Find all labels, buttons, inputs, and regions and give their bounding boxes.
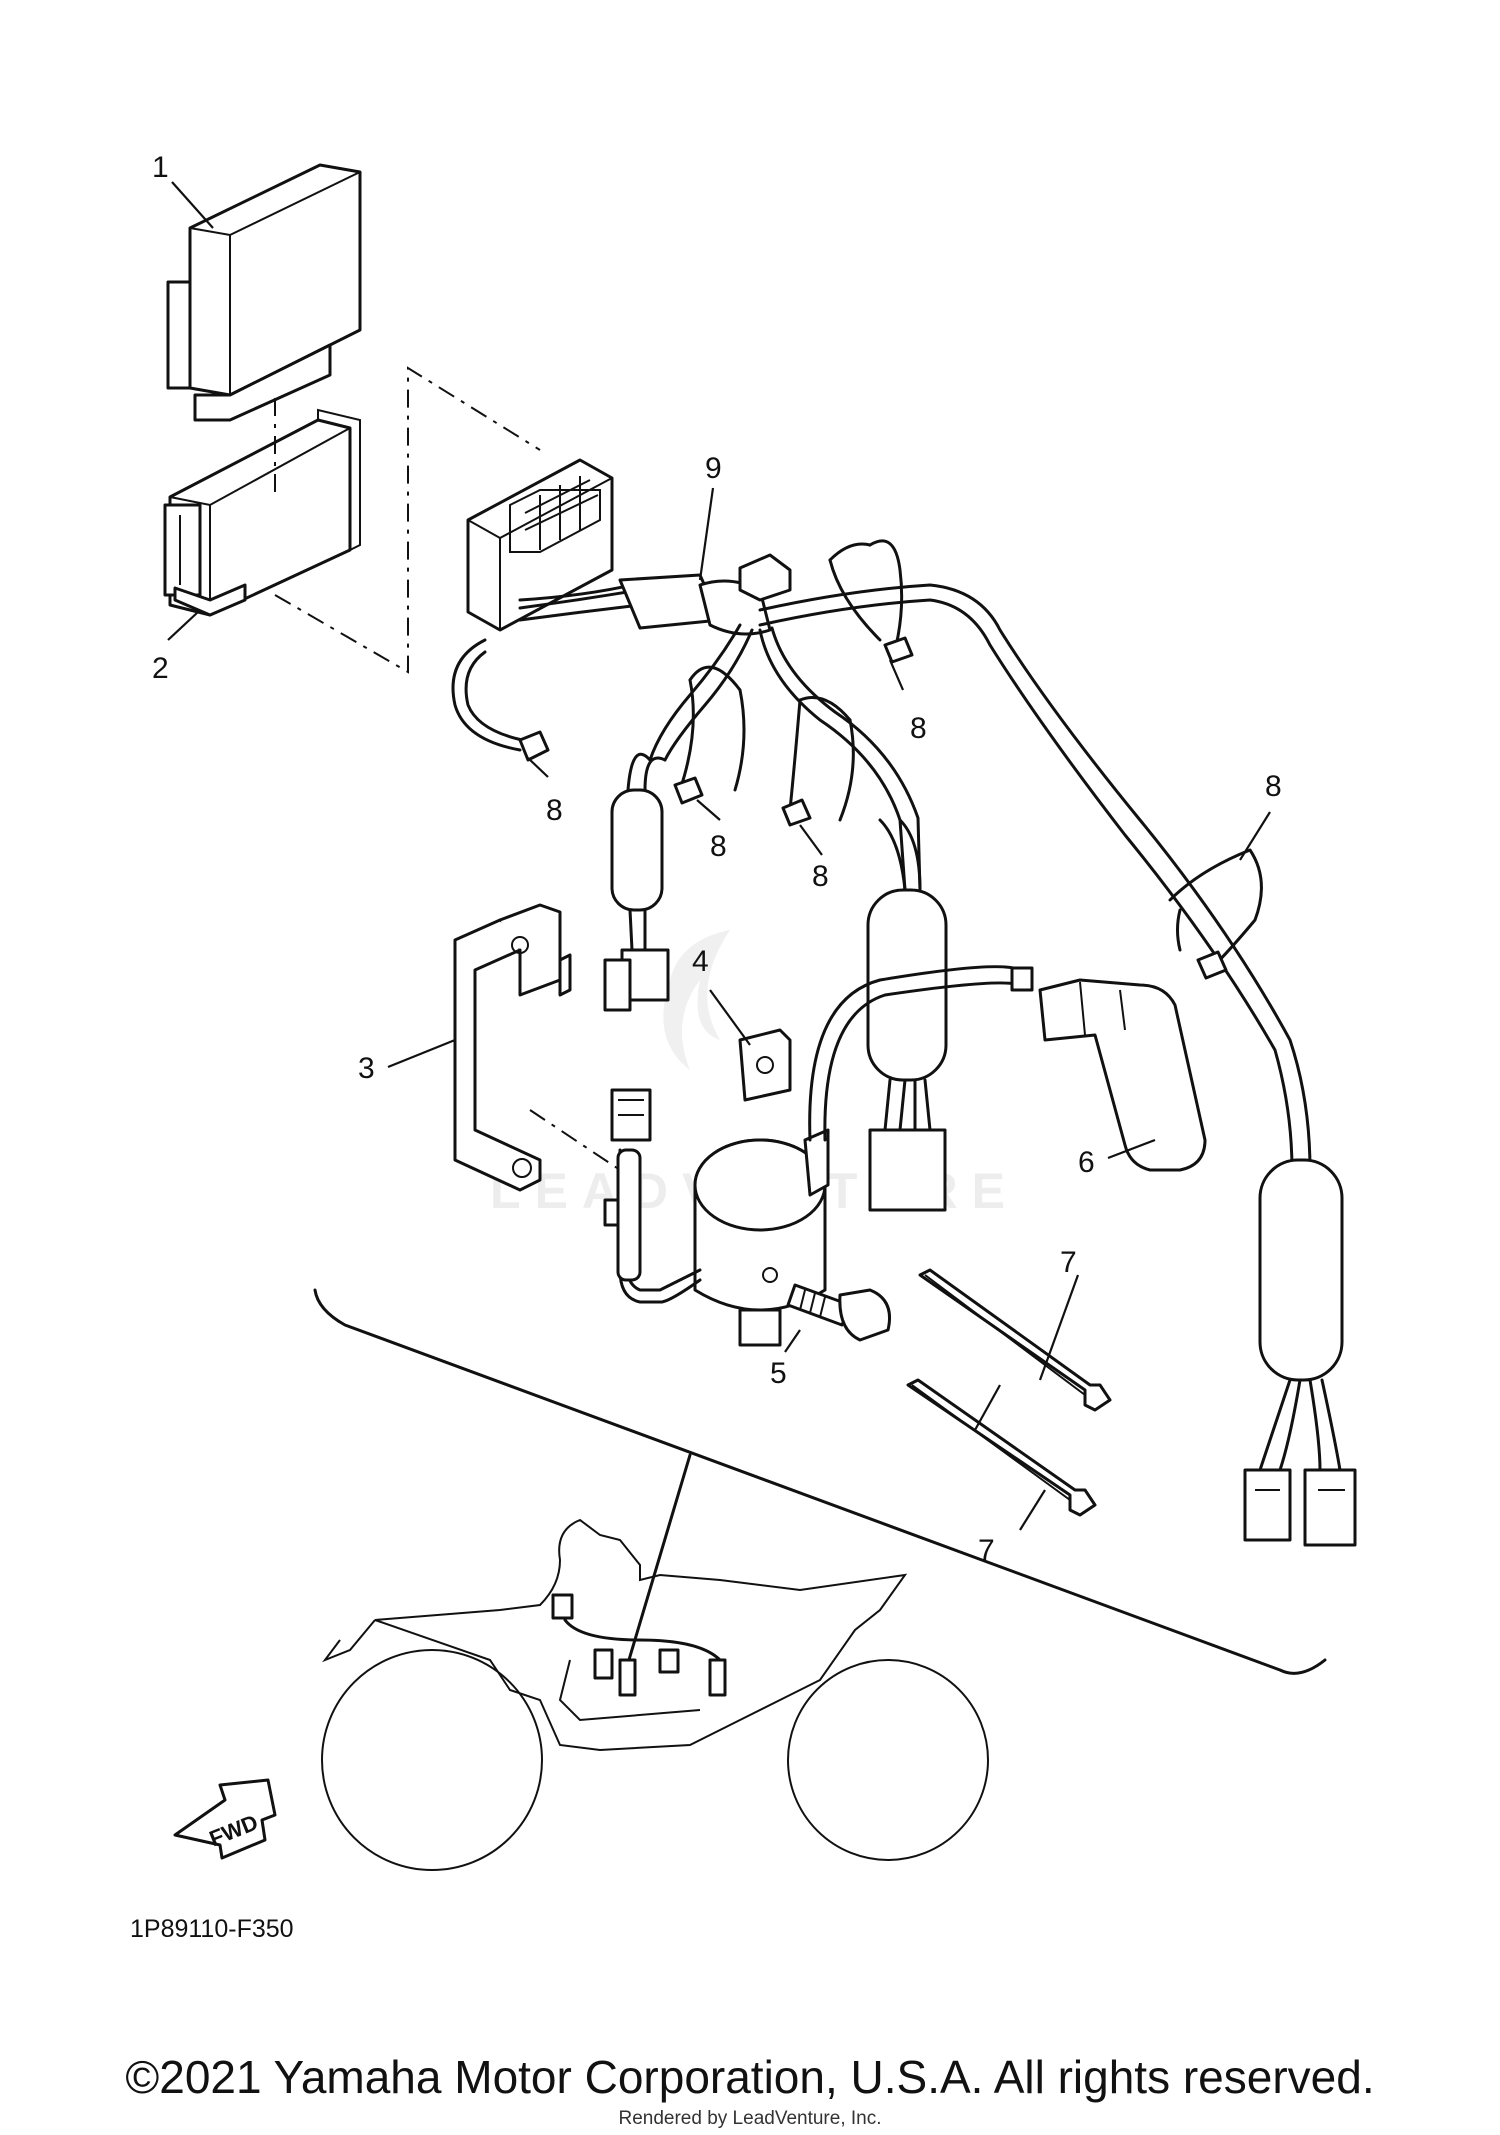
callout-clamp-band-center-left: 8	[710, 830, 727, 863]
mounting-bolt	[762, 1267, 891, 1342]
callout-ecu: 1	[152, 151, 169, 184]
clamp-band-center-left	[673, 665, 746, 805]
fwd-arrow-icon: FWD	[173, 1778, 277, 1860]
sensor-pod-left	[603, 788, 670, 1012]
callout-clamp-band-left: 8	[546, 794, 563, 827]
callout-cable-tie-lower: 7	[978, 1534, 995, 1567]
callout-bolt: 5	[770, 1357, 787, 1390]
cable-tie-upper	[918, 1268, 1112, 1412]
sensor-pod-right	[1243, 1158, 1357, 1547]
spark-plug-cap	[1038, 978, 1207, 1172]
locator-bracket	[313, 1288, 1327, 1675]
callout-bracket: 3	[358, 1052, 375, 1085]
cable-tie-lower	[906, 1378, 1097, 1517]
clamp-band-right	[1168, 848, 1263, 980]
ecu-unit	[166, 163, 362, 422]
callout-cable-tie-upper: 7	[1060, 1246, 1077, 1279]
wire-harness	[518, 553, 1312, 1172]
callout-wire-harness: 9	[705, 452, 722, 485]
callout-spark-plug-cap: 6	[1078, 1146, 1095, 1179]
watermark-flame-icon	[663, 930, 730, 1070]
diagram-part-code: 1P89110-F350	[130, 1915, 294, 1943]
callout-clamp-band-right: 8	[1265, 770, 1282, 803]
copyright-notice: ©2021 Yamaha Motor Corporation, U.S.A. A…	[125, 2051, 1375, 2103]
harness-main-connector	[466, 458, 614, 632]
ecu-holder	[163, 408, 361, 617]
coil-bracket	[453, 903, 572, 1192]
motorcycle-silhouette	[321, 1518, 989, 1871]
callout-ignition-coil: 4	[692, 945, 709, 978]
callout-clamp-band-upper-right: 8	[910, 712, 927, 745]
callout-clamp-band-center: 8	[812, 860, 829, 893]
rendered-by-credit: Rendered by LeadVenture, Inc.	[618, 2108, 882, 2129]
ignition-coil	[693, 965, 1034, 1347]
clamp-band-center	[781, 696, 855, 827]
callout-ecu-holder: 2	[152, 652, 169, 685]
sensor-pod-center	[866, 818, 948, 1212]
coil-lead-connector	[603, 1088, 702, 1304]
clamp-band-left	[451, 638, 550, 762]
clamp-band-upper-right	[828, 539, 914, 664]
